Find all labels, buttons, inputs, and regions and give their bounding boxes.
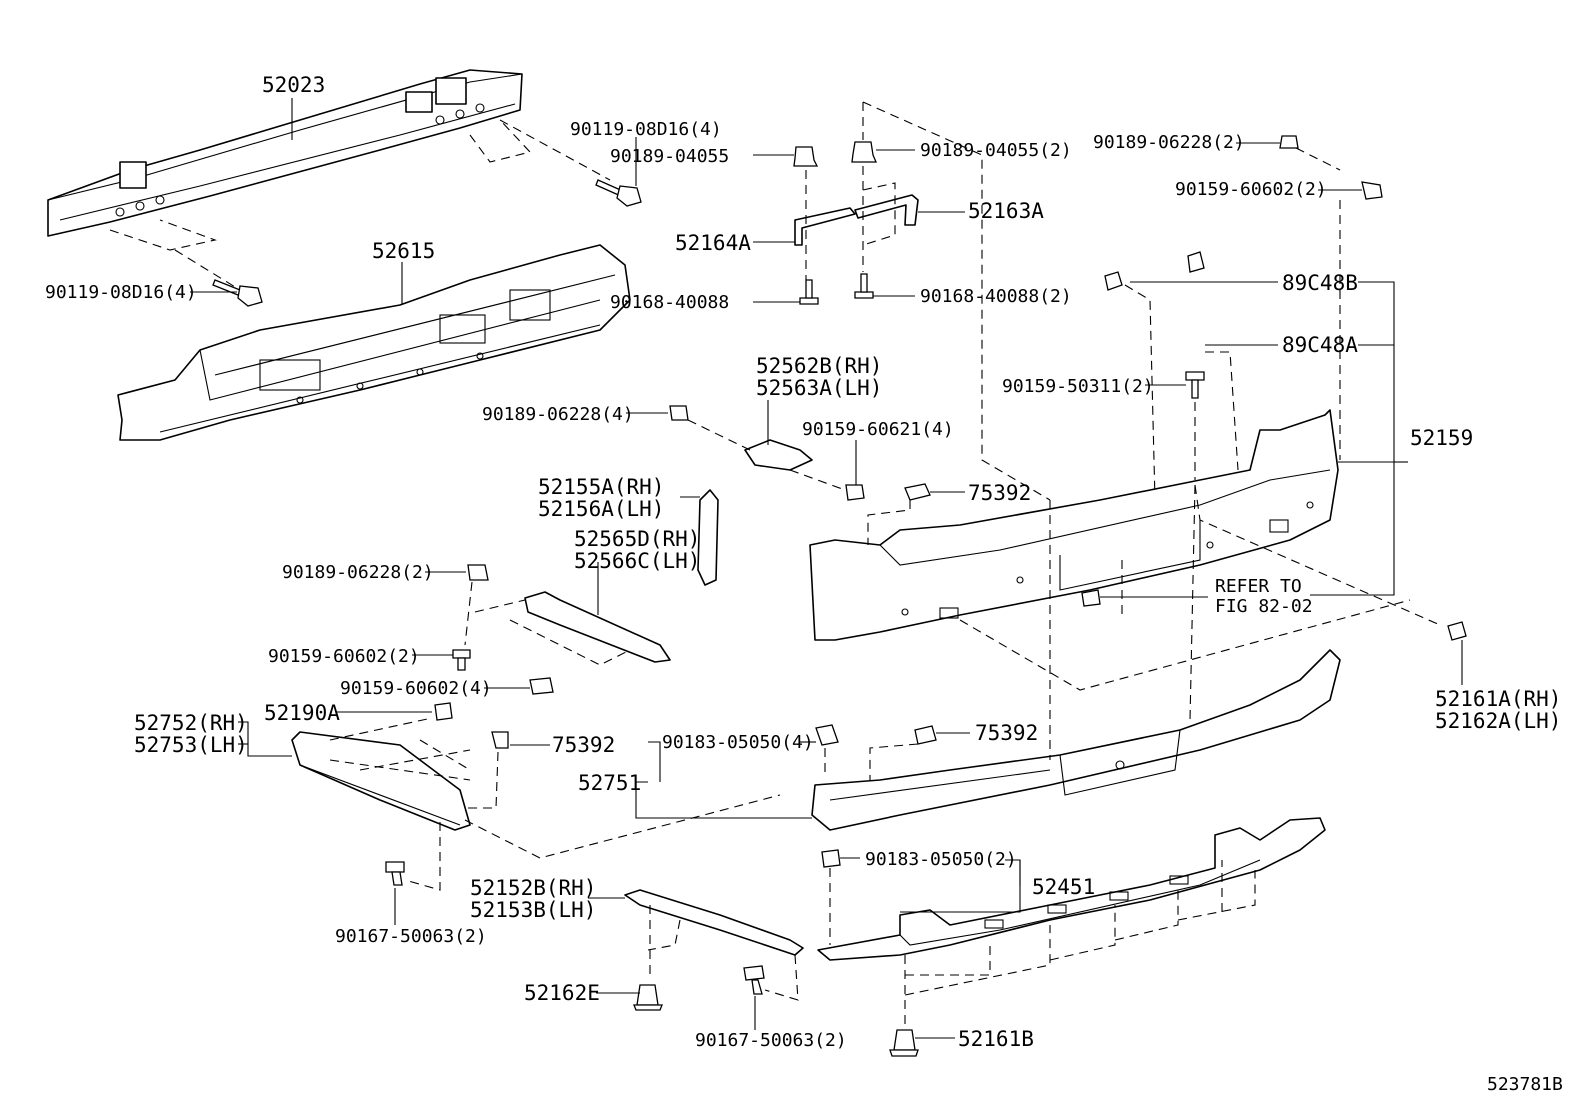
- label-52162A-LH: 52162A(LH): [1435, 709, 1561, 733]
- clip-52162E: [633, 984, 663, 1011]
- label-52752-RH: 52752(RH): [134, 711, 248, 735]
- bolt-90119-top: [595, 179, 642, 207]
- label-52161B: 52161B: [958, 1027, 1034, 1051]
- label-52615: 52615: [372, 239, 435, 263]
- label-90168-40088-2: 90168-40088(2): [920, 286, 1072, 307]
- label-90168-40088: 90168-40088: [610, 292, 729, 313]
- retainer-52155A: [697, 489, 719, 586]
- label-52153B-LH: 52153B(LH): [470, 898, 596, 922]
- label-90167-50063-2-left: 90167-50063(2): [335, 926, 487, 947]
- energy-absorber-52615: [117, 244, 631, 441]
- cap-52161A: [1447, 621, 1467, 641]
- label-52565D-RH: 52565D(RH): [574, 527, 700, 551]
- lower-cover-52751: [811, 649, 1341, 831]
- clip-90189-06228-4: [669, 405, 689, 421]
- label-90159-60602-4: 90159-60602(4): [340, 678, 492, 699]
- label-52159: 52159: [1410, 426, 1473, 450]
- clip-75392-mid: [491, 731, 509, 749]
- screw-90167-50063-right: [743, 965, 765, 995]
- label-89C48B: 89C48B: [1282, 271, 1358, 295]
- label-90159-60621-4: 90159-60621(4): [802, 419, 954, 440]
- diagram-id: 523781B: [1487, 1074, 1563, 1095]
- label-52163A: 52163A: [968, 199, 1044, 223]
- label-75392-low: 75392: [975, 721, 1038, 745]
- label-75392-mid: 75392: [552, 733, 615, 757]
- molding-52152B: [624, 889, 804, 956]
- label-52753-LH: 52753(LH): [134, 733, 248, 757]
- bracket-52164A: [794, 207, 856, 246]
- label-90119-08D16-left: 90119-08D16(4): [45, 282, 197, 303]
- label-52023: 52023: [262, 73, 325, 97]
- label-90189-04055: 90189-04055: [610, 146, 729, 167]
- garnish-52752: [291, 731, 471, 831]
- label-52563A-LH: 52563A(LH): [756, 376, 882, 400]
- label-75392-top: 75392: [968, 481, 1031, 505]
- bracket-52163A: [854, 194, 919, 226]
- clip-90183-05050-2: [821, 849, 841, 868]
- clip-75392-top: [904, 483, 931, 501]
- label-90159-50311-2: 90159-50311(2): [1002, 376, 1154, 397]
- label-52190A: 52190A: [264, 701, 340, 725]
- clips-90189-04055: [793, 141, 877, 167]
- bumper-reinforcement-52023: [47, 69, 523, 237]
- bumper-cover-52159: [809, 409, 1339, 641]
- label-52566C-LH: 52566C(LH): [574, 549, 700, 573]
- lower-spoiler-52451: [817, 817, 1326, 961]
- clip-89C48A: [1187, 251, 1205, 273]
- label-90189-06228-4: 90189-06228(4): [482, 404, 634, 425]
- label-90183-05050-2: 90183-05050(2): [865, 849, 1017, 870]
- bolt-90119-left: [212, 279, 263, 307]
- label-52562B-RH: 52562B(RH): [756, 354, 882, 378]
- label-90119-08D16-top: 90119-08D16(4): [570, 119, 722, 140]
- label-90159-60602-2-top: 90159-60602(2): [1175, 179, 1327, 200]
- screw-90159-60621: [845, 484, 865, 501]
- label-90189-06228-2-mid: 90189-06228(2): [282, 562, 434, 583]
- label-refer-to: REFER TO: [1215, 576, 1302, 597]
- bracket-52562B: [744, 439, 813, 471]
- label-89C48A: 89C48A: [1282, 333, 1358, 357]
- label-90167-50063-2-right: 90167-50063(2): [695, 1030, 847, 1051]
- label-52152B-RH: 52152B(RH): [470, 876, 596, 900]
- label-90189-06228-2-top: 90189-06228(2): [1093, 132, 1245, 153]
- clip-52190A: [434, 702, 453, 721]
- clip-90183-05050-4: [815, 724, 839, 746]
- label-52162E: 52162E: [524, 981, 600, 1005]
- label-52451: 52451: [1032, 875, 1095, 899]
- label-52155A-RH: 52155A(RH): [538, 475, 664, 499]
- clip-52161B: [889, 1029, 919, 1057]
- screw-90159-50311: [1185, 371, 1205, 399]
- label-52156A-LH: 52156A(LH): [538, 497, 664, 521]
- clip-90189-06228-2-mid: [467, 564, 489, 581]
- label-fig-82-02: FIG 82-02: [1215, 596, 1313, 617]
- screw-90159-60602-mid: [452, 649, 471, 671]
- label-52751: 52751: [578, 771, 641, 795]
- screw-90167-50063-left: [385, 861, 405, 886]
- clip-75392-low: [914, 725, 937, 745]
- screw-90159-60602-4: [529, 677, 554, 695]
- clip-90189-06228-top: [1279, 135, 1299, 149]
- clip-89C48B: [1104, 271, 1123, 291]
- label-90189-04055-2: 90189-04055(2): [920, 140, 1072, 161]
- clip-refer-fig-82-02: [1081, 589, 1101, 607]
- label-90183-05050-4: 90183-05050(4): [662, 732, 814, 753]
- arm-52565D: [524, 591, 671, 663]
- label-52161A-RH: 52161A(RH): [1435, 687, 1561, 711]
- label-52164A: 52164A: [675, 231, 751, 255]
- label-90159-60602-2-mid: 90159-60602(2): [268, 646, 420, 667]
- bolts-90168-40088: [799, 273, 874, 305]
- screw-90159-60602-top: [1361, 181, 1383, 200]
